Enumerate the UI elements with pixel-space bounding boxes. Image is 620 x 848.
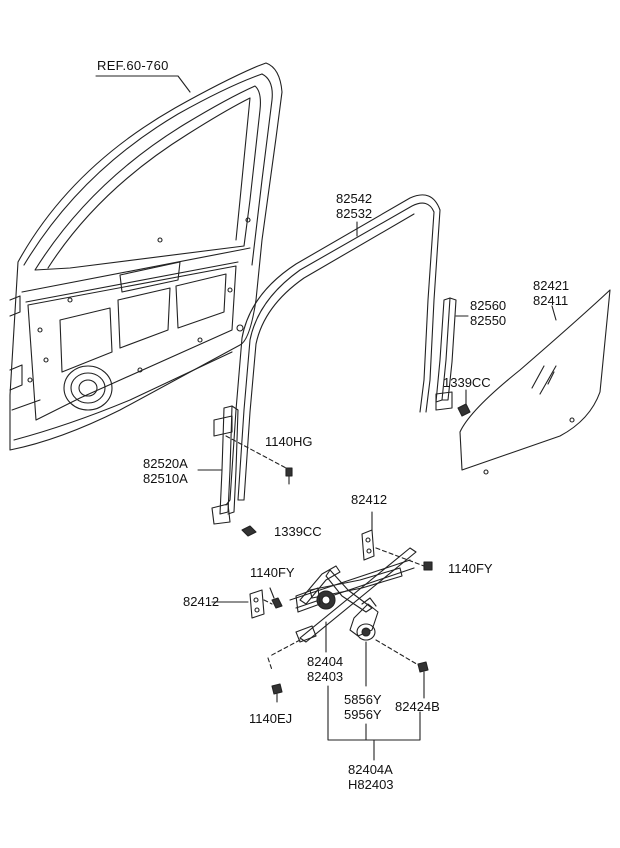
clip-lower	[241, 525, 257, 537]
label-clip-upper-right: 1339CC	[443, 375, 491, 390]
label-assy: 82404A H82403	[348, 762, 394, 792]
clip-upper-right	[457, 389, 471, 417]
label-rear-channel: 82560 82550	[470, 298, 506, 328]
ref-leader	[95, 75, 191, 93]
label-glass-bottom: 82411	[533, 293, 569, 308]
label-motor: 5856Y 5956Y	[344, 692, 382, 722]
door-panel	[9, 62, 283, 451]
bolt-fy-right	[375, 547, 433, 571]
label-motor-bottom: 5956Y	[344, 707, 382, 722]
regulator-motor	[349, 597, 379, 641]
label-bolt-hg: 1140HG	[265, 434, 313, 449]
label-glass-run-bottom: 82532	[336, 206, 373, 221]
label-assy-top: 82404A	[348, 762, 393, 777]
glass-leader	[551, 305, 557, 321]
label-bracket-upper: 82412	[351, 492, 388, 507]
bolt-hg	[225, 435, 293, 485]
label-glass-run: 82542 82532	[336, 191, 372, 221]
label-bolt-ej: 1140EJ	[249, 711, 293, 726]
label-regulator-top: 82404	[307, 654, 344, 669]
bolt-fy-left	[263, 597, 283, 609]
label-rear-channel-top: 82560	[470, 298, 507, 313]
label-front-channel: 82520A 82510A	[143, 456, 188, 486]
label-glass-top: 82421	[533, 278, 570, 293]
label-motor-top: 5856Y	[344, 692, 382, 707]
screw-b	[375, 639, 429, 699]
bolt-fy-left-leader	[269, 587, 275, 599]
bolt-ej	[267, 657, 283, 703]
label-assy-bottom: H82403	[348, 777, 394, 792]
label-glass: 82421 82411	[533, 278, 569, 308]
rear-channel	[435, 297, 457, 411]
label-front-channel-top: 82520A	[143, 456, 188, 471]
label-bolt-fy-right: 1140FY	[448, 561, 493, 576]
glass-run	[225, 194, 441, 506]
window-regulator	[249, 529, 417, 657]
label-clip-lower: 1339CC	[274, 524, 322, 539]
label-glass-run-top: 82542	[336, 191, 373, 206]
front-channel	[211, 405, 239, 525]
label-front-channel-bottom: 82510A	[143, 471, 188, 486]
label-screw-b: 82424B	[395, 699, 440, 714]
label-rear-channel-bottom: 82550	[470, 313, 507, 328]
door-glass	[459, 289, 611, 475]
label-bolt-fy-left: 1140FY	[250, 565, 295, 580]
label-regulator-bottom: 82403	[307, 669, 344, 684]
label-regulator: 82404 82403	[307, 654, 343, 684]
label-ref: REF.60-760	[97, 58, 169, 73]
label-bracket-lower: 82412	[183, 594, 220, 609]
